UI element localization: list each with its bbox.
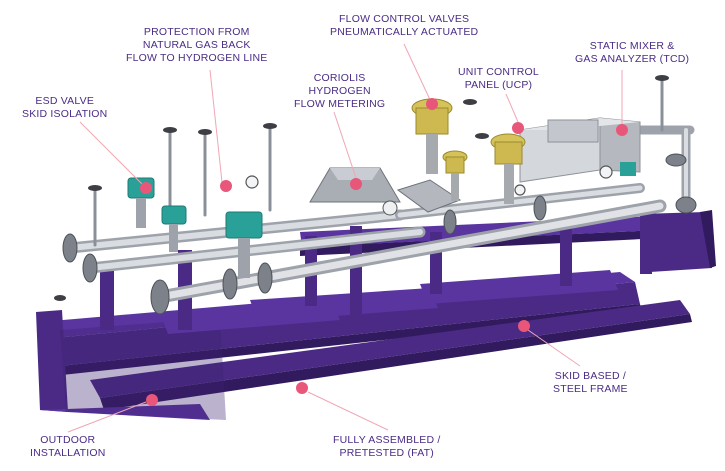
static-mixer-label-line-1: STATIC MIXER & xyxy=(589,40,675,52)
assembled-label-line-1: FULLY ASSEMBLED / xyxy=(333,434,441,446)
static-mixer-label: STATIC MIXER & GAS ANALYZER (TCD) xyxy=(575,40,689,66)
coriolis-label-line-2: HYDROGEN xyxy=(308,85,371,97)
esd-label-line-2: SKID ISOLATION xyxy=(22,108,108,120)
skid-label-line-2: STEEL FRAME xyxy=(553,383,628,395)
outdoor-leader-line xyxy=(67,401,147,433)
coriolis-label-line-3: FLOW METERING xyxy=(294,98,386,110)
gauges xyxy=(245,165,613,196)
assembled-label: FULLY ASSEMBLED / PRETESTED (FAT) xyxy=(333,434,440,460)
esd-label: ESD VALVE SKID ISOLATION xyxy=(22,95,107,121)
coriolis-label-line-1: CORIOLIS xyxy=(313,72,366,84)
protection-label-line-2: NATURAL GAS BACK xyxy=(142,39,251,51)
esd-label-line-1: ESD VALVE xyxy=(35,95,95,107)
flow-control-marker-dot xyxy=(426,98,438,110)
coriolis-leader-line xyxy=(333,111,357,179)
assembled-label-line-2: PRETESTED (FAT) xyxy=(339,447,434,459)
handwheels xyxy=(54,75,669,301)
coriolis-label: CORIOLIS HYDROGEN FLOW METERING xyxy=(294,72,385,111)
flow-control-label: FLOW CONTROL VALVES PNEUMATICALLY ACTUAT… xyxy=(330,13,478,39)
assembled-marker-dot xyxy=(296,382,308,394)
unit-control-label-line-2: PANEL (UCP) xyxy=(464,79,533,91)
flanges xyxy=(62,153,697,315)
flow-control-valves xyxy=(411,98,526,204)
flow-control-leader-line xyxy=(403,43,433,105)
assembled-leader-line xyxy=(307,391,389,431)
unit-control-label: UNIT CONTROL PANEL (UCP) xyxy=(458,66,539,92)
protection-label-line-3: FLOW TO HYDROGEN LINE xyxy=(126,52,268,64)
protection-leader-line xyxy=(209,69,223,183)
esd-marker-dot xyxy=(140,182,152,194)
unit-control-leader-line xyxy=(505,93,519,123)
skid-label: SKID BASED / STEEL FRAME xyxy=(553,370,628,396)
flow-control-label-line-2: PNEUMATICALLY ACTUATED xyxy=(330,26,479,38)
coriolis-marker-dot xyxy=(350,178,362,190)
callout-markers xyxy=(140,98,628,406)
skid-label-line-1: SKID BASED / xyxy=(554,370,626,382)
control-panel xyxy=(519,117,641,183)
static-mixer-marker-dot xyxy=(616,124,628,136)
static-mixer-label-line-2: GAS ANALYZER (TCD) xyxy=(575,53,690,65)
unit-control-label-line-1: UNIT CONTROL xyxy=(458,66,539,78)
protection-marker-dot xyxy=(220,180,232,192)
skid-leader-line xyxy=(527,329,581,367)
protection-label: PROTECTION FROM NATURAL GAS BACK FLOW TO… xyxy=(126,26,268,65)
outdoor-label: OUTDOOR INSTALLATION xyxy=(30,434,106,460)
coriolis-meter xyxy=(309,167,462,216)
skid-marker-dot xyxy=(518,320,530,332)
esd-leader-line xyxy=(79,121,143,185)
leader-lines xyxy=(67,43,623,433)
flow-control-label-line-1: FLOW CONTROL VALVES xyxy=(339,13,470,25)
outdoor-label-line-1: OUTDOOR xyxy=(40,434,96,446)
outdoor-marker-dot xyxy=(146,394,158,406)
outdoor-label-line-2: INSTALLATION xyxy=(30,447,106,459)
unit-control-marker-dot xyxy=(512,122,524,134)
protection-label-line-1: PROTECTION FROM xyxy=(143,26,250,38)
